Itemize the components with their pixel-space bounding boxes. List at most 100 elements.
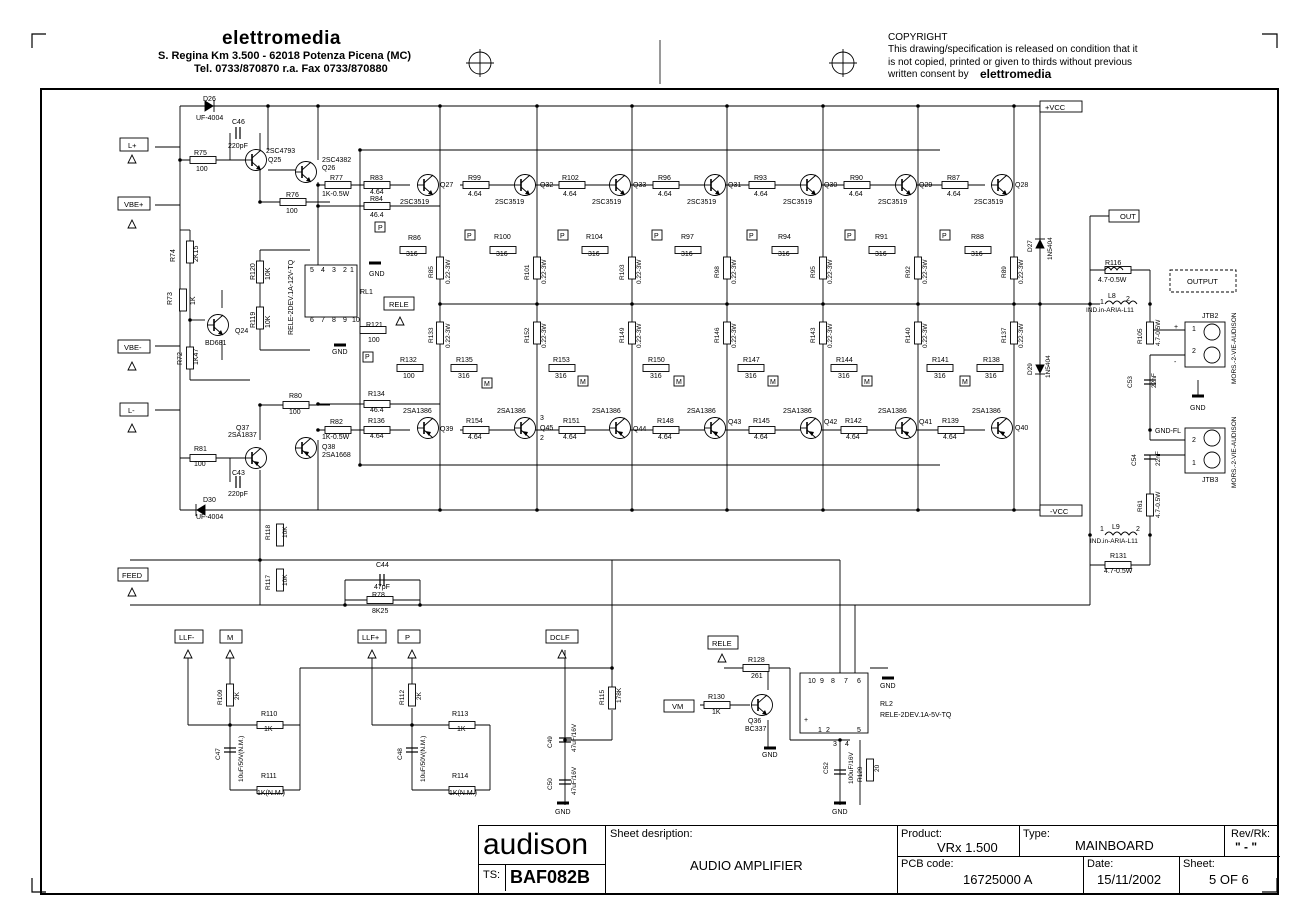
r135-label: R135	[456, 357, 473, 364]
r136-value: 4.64	[370, 433, 384, 440]
tag-p-3: P	[560, 233, 565, 240]
q45-pin-2: 2	[540, 435, 544, 442]
port-rele-top: RELE	[712, 639, 732, 648]
c52-value: 100uF/16V	[848, 752, 855, 784]
r89-label: R89	[1001, 266, 1008, 278]
r144-value: 316	[838, 373, 850, 380]
r121-value: 100	[368, 337, 380, 344]
r148-label: R148	[657, 418, 674, 425]
r119-value: 10K	[265, 315, 272, 328]
rl1-type: RELE-2DEV.1A-12V-TQ	[288, 259, 295, 335]
ts-value: BAF082B	[510, 867, 591, 887]
r78-label: R78	[372, 592, 385, 599]
c54-label: C54	[1131, 454, 1138, 466]
c44-label: C44	[376, 562, 389, 569]
rl1-label: RL1	[360, 289, 373, 296]
q38-type: 2SA1668	[322, 452, 351, 459]
q33-label: Q33	[633, 182, 646, 189]
d26-label: D26	[203, 96, 216, 103]
r135-value: 316	[458, 373, 470, 380]
rl1-pin-9: 9	[343, 317, 347, 324]
r93-value: 4.64	[754, 191, 768, 198]
jtb3-label: JTB3	[1202, 477, 1218, 484]
port-feed: FEED	[122, 571, 143, 580]
r99-value: 4.64	[468, 191, 482, 198]
brand-logo: audison	[483, 828, 589, 861]
q32-type: 2SC3519	[495, 199, 524, 206]
jtb2-type: MORS.-2-VIE-AUDISON	[1231, 312, 1238, 384]
r116-label: R116	[1105, 260, 1121, 267]
rl2-plus: +	[804, 717, 808, 724]
r115-value: 178K	[616, 687, 623, 703]
r140-label: R140	[905, 327, 912, 343]
r83-label: R83	[370, 175, 383, 182]
q24-type: BD681	[205, 340, 227, 347]
rl2-pin-8: 8	[831, 678, 835, 685]
r149-value: 0.22-3W	[636, 323, 643, 348]
l8-label: L8	[1108, 293, 1116, 300]
q42-label: Q42	[824, 419, 837, 426]
tag-m-1: M	[484, 381, 490, 388]
r81-value: 100	[194, 461, 206, 468]
r109-value: 2K	[234, 691, 241, 700]
r91-value: 316	[875, 251, 887, 258]
r117-value: 10K	[282, 574, 289, 586]
r100-value: 316	[496, 251, 508, 258]
r61-label: R61	[1137, 500, 1144, 512]
q37-type: 2SA1837	[228, 432, 257, 439]
r111-label: R111	[261, 773, 277, 780]
port-vm: VM	[672, 702, 683, 711]
r84-label: R84	[370, 196, 383, 203]
ts-cell: TS: BAF082B	[479, 864, 606, 894]
port-out: OUT	[1120, 212, 1136, 221]
q45-label: Q45	[540, 425, 553, 432]
rl1-pin-10: 10	[352, 317, 360, 324]
r98-label: R98	[714, 266, 721, 278]
rl2-label: RL2	[880, 701, 893, 708]
r143-label: R143	[810, 327, 817, 343]
q36-label: Q36	[748, 718, 761, 725]
q28-type: 2SC3519	[974, 199, 1003, 206]
r150-label: R150	[648, 357, 665, 364]
gnd-label-rl1: GND	[369, 271, 385, 278]
r73-value: 1K	[190, 296, 197, 305]
r118-value: 10K	[282, 526, 289, 538]
rl2-pin-4: 4	[845, 741, 849, 748]
r141-value: 316	[934, 373, 946, 380]
r103-label: R103	[619, 264, 626, 280]
r102-value: 4.64	[563, 191, 577, 198]
gnd-label-q36: GND	[762, 752, 778, 759]
product-cell: Product: VRx 1.500	[897, 826, 1020, 857]
r85-value: 0.22-3W	[445, 259, 452, 284]
rl2-pin-1: 1	[818, 727, 822, 734]
r73-label: R73	[167, 292, 174, 305]
inductors	[1104, 267, 1138, 536]
r140-value: 0.22-3W	[922, 323, 929, 348]
pcb-cell: PCB code: 16725000 A	[897, 856, 1084, 894]
q27-label: Q27	[440, 182, 453, 189]
port-llf-plus: LLF+	[362, 633, 380, 642]
r72-label: R72	[177, 352, 184, 365]
gnd-label-c52: GND	[832, 809, 848, 816]
date-label: Date:	[1087, 858, 1114, 870]
product-value: VRx 1.500	[937, 840, 998, 855]
r132-value: 100	[403, 373, 415, 380]
c47-label: C47	[215, 748, 222, 760]
rl2-pin-6: 6	[857, 678, 861, 685]
q39-type: 2SA1386	[403, 408, 432, 415]
q29-type: 2SC3519	[878, 199, 907, 206]
jtb2-minus: -	[1174, 359, 1177, 366]
tag-m-6: M	[962, 379, 968, 386]
r113-label: R113	[452, 711, 468, 718]
pcb-label: PCB code:	[901, 858, 954, 870]
rl2-pin-3: 3	[833, 741, 837, 748]
r146-label: R146	[714, 327, 721, 343]
jtb3-type: MORS.-2-VIE-AUDISON	[1231, 416, 1238, 488]
q43-label: Q43	[728, 419, 741, 426]
gnd-label-relay: GND	[332, 349, 348, 356]
q30-label: Q30	[824, 182, 837, 189]
q26-label: Q26	[322, 165, 335, 172]
l9-label: L9	[1112, 524, 1120, 531]
rl1-pin-5: 5	[310, 267, 314, 274]
port-vbe-minus: VBE-	[124, 343, 142, 352]
